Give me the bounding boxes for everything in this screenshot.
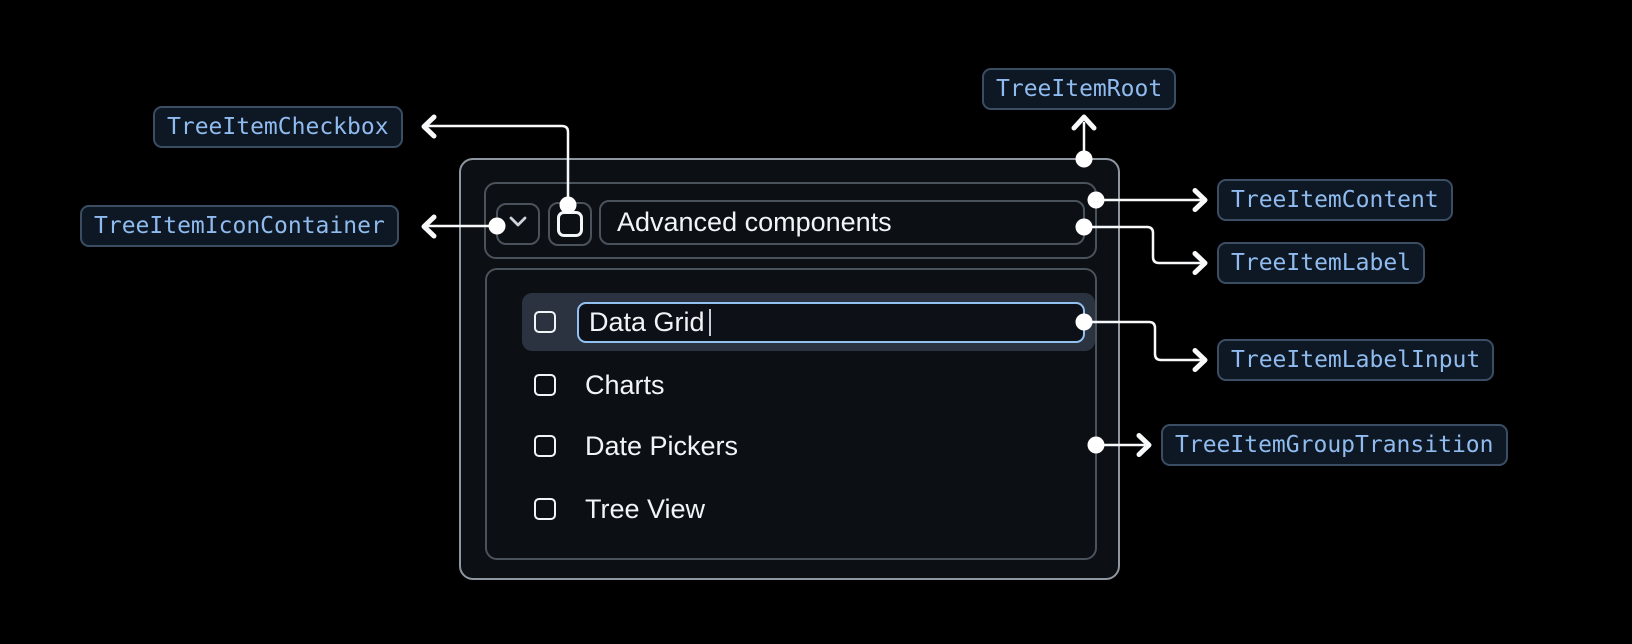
checkbox-icon-date-pickers[interactable] bbox=[534, 435, 556, 457]
text-cursor bbox=[708, 309, 712, 336]
tree-item-label-date-pickers[interactable]: Date Pickers bbox=[585, 431, 739, 461]
tree-item-root bbox=[459, 158, 1120, 580]
badge-tree-item-label: TreeItemLabel bbox=[1217, 242, 1426, 284]
checkbox-unchecked-icon bbox=[557, 211, 583, 237]
tree-item-label-tree-view[interactable]: Tree View bbox=[585, 494, 706, 524]
tree-item-icon-container[interactable] bbox=[496, 203, 540, 245]
badge-tree-item-root: TreeItemRoot bbox=[982, 68, 1177, 110]
tree-item-label-input[interactable]: Data Grid bbox=[577, 302, 1085, 343]
badge-tree-item-icon-container: TreeItemIconContainer bbox=[80, 205, 399, 247]
chevron-down-icon bbox=[508, 215, 528, 233]
tree-item-label-charts[interactable]: Charts bbox=[585, 370, 665, 400]
tree-item-group-transition bbox=[485, 268, 1097, 560]
label-input-value: Data Grid bbox=[589, 307, 705, 337]
badge-tree-item-content: TreeItemContent bbox=[1217, 179, 1453, 221]
checkbox-icon-tree-view[interactable] bbox=[534, 498, 556, 520]
checkbox-icon-charts[interactable] bbox=[534, 374, 556, 396]
badge-tree-item-checkbox: TreeItemCheckbox bbox=[153, 106, 403, 148]
badge-tree-item-group-transition: TreeItemGroupTransition bbox=[1161, 424, 1508, 466]
tree-item-label: Advanced components bbox=[599, 200, 1085, 245]
tree-item-checkbox[interactable] bbox=[548, 202, 592, 246]
tree-item-content[interactable] bbox=[484, 182, 1097, 259]
badge-tree-item-label-input: TreeItemLabelInput bbox=[1217, 339, 1495, 381]
parent-item-label: Advanced components bbox=[617, 207, 892, 237]
checkbox-icon-data-grid[interactable] bbox=[534, 311, 556, 333]
